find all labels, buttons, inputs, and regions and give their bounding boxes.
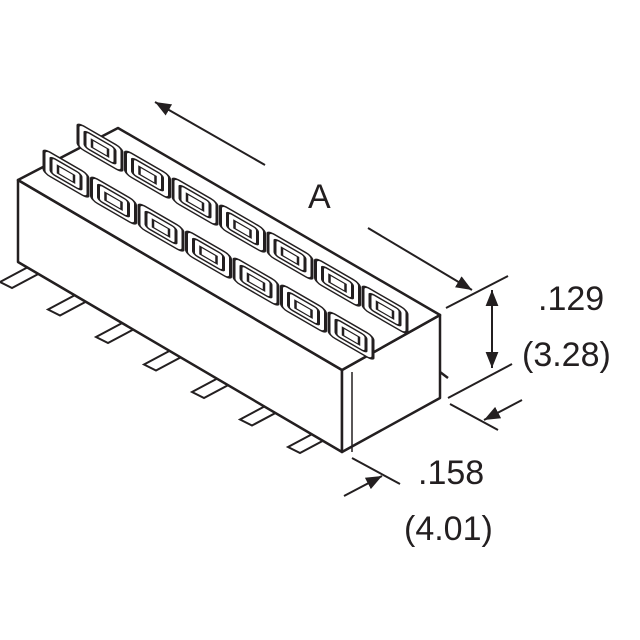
depth-mm-label: (4.01) [404, 510, 493, 548]
dimension-lines [154, 101, 523, 497]
socket-opening [232, 257, 280, 306]
dim-a-arrow-left [154, 101, 266, 166]
socket-opening [137, 203, 185, 252]
socket-opening [327, 311, 375, 360]
ext-line-bottom [447, 363, 513, 399]
connector-body [16, 126, 449, 454]
socket-opening [314, 258, 361, 307]
ext-line-depth-back [449, 403, 499, 431]
dim-a-arrow-right [367, 227, 473, 291]
socket-opening [171, 177, 219, 226]
socket-opening [42, 149, 90, 198]
socket-opening [76, 123, 124, 172]
height-mm-label: (3.28) [522, 336, 611, 374]
socket-openings [42, 123, 409, 360]
dim-depth-arrow-left [343, 475, 383, 497]
socket-opening [266, 231, 314, 280]
socket-opening [185, 230, 232, 279]
dim-a-label: A [308, 178, 331, 216]
depth-inch-label: .158 [418, 454, 484, 492]
ext-line-top [445, 275, 509, 309]
height-inch-label: .129 [538, 280, 604, 318]
socket-opening [124, 150, 171, 199]
socket-opening [219, 204, 266, 253]
dim-depth-arrow-right [483, 399, 523, 421]
socket-opening [361, 285, 409, 334]
ext-line-depth-front [351, 457, 401, 485]
socket-opening [280, 284, 327, 333]
socket-opening [90, 176, 137, 225]
rear-tail [439, 371, 449, 379]
